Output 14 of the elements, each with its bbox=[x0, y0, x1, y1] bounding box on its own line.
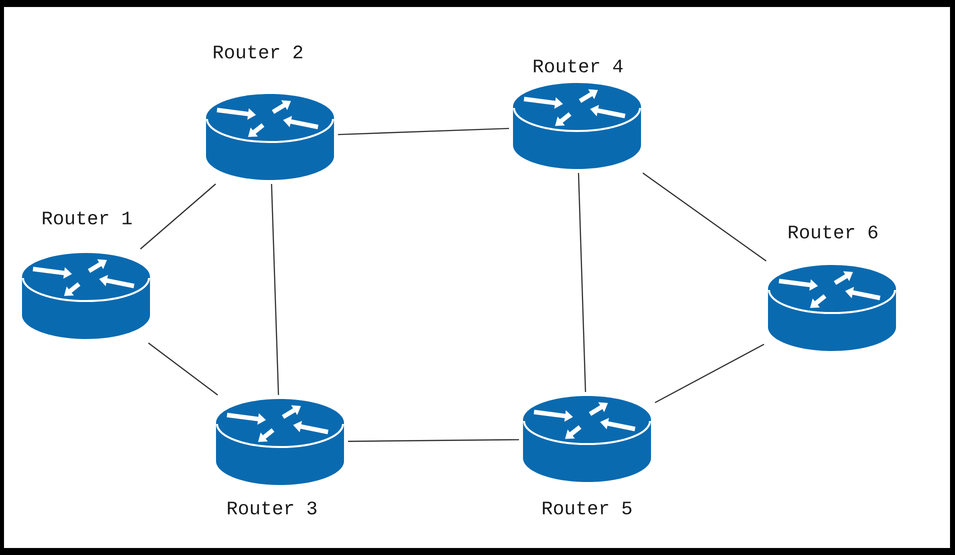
connection-line bbox=[148, 342, 218, 396]
connection-line bbox=[338, 128, 510, 136]
connection-line bbox=[578, 172, 586, 392]
router-label: Router 2 bbox=[214, 46, 302, 58]
connection-line bbox=[654, 344, 764, 404]
connection-line bbox=[270, 184, 280, 396]
router-label: Router 5 bbox=[542, 502, 632, 514]
router-label: Router 4 bbox=[534, 60, 623, 72]
connection-line bbox=[348, 439, 520, 442]
router-label: Router 3 bbox=[228, 502, 316, 514]
router-label: Router 6 bbox=[788, 226, 878, 238]
connection-line bbox=[140, 184, 216, 250]
router-label: Router 1 bbox=[42, 212, 132, 224]
connection-line bbox=[642, 172, 767, 262]
